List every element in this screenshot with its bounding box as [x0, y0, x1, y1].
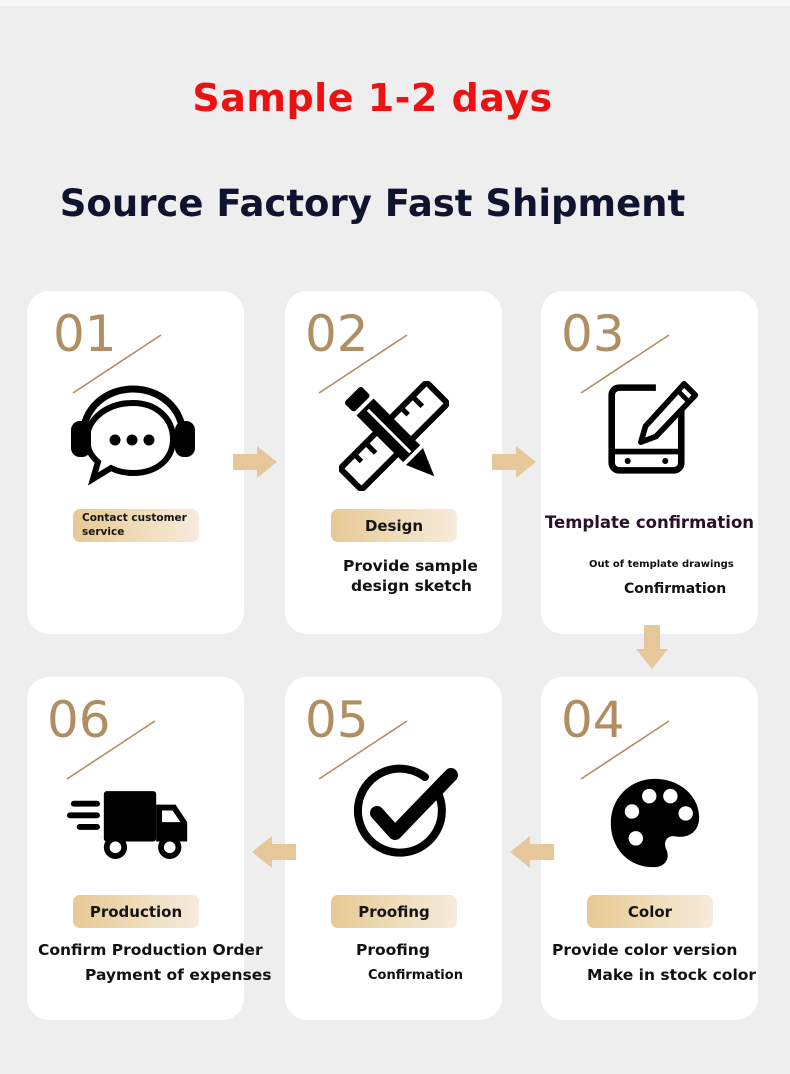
step-title-badge: Color [587, 895, 713, 928]
check-circle-icon [353, 764, 458, 857]
step-title-badge: Proofing [331, 895, 457, 928]
step-title: Template confirmation [544, 513, 755, 532]
tablet-edit-icon [608, 381, 699, 474]
step-number: 02 [305, 305, 369, 363]
arrow-right-icon [233, 446, 277, 478]
divider-slash [580, 334, 670, 394]
headset-chat-icon [71, 385, 195, 485]
step-card-03: 03 Template confirmation Out of template… [541, 291, 758, 634]
step-number: 04 [561, 691, 625, 749]
palette-icon [610, 778, 700, 868]
step-title-badge: Design [331, 509, 457, 542]
step-card-01: 01 Contact customer service [27, 291, 244, 634]
step-card-06: 06 Production Confirm Production Order P… [27, 677, 271, 1020]
top-strip [0, 0, 790, 6]
divider-slash [66, 720, 156, 780]
step-number: 05 [305, 691, 369, 749]
step-card-04: 04 Color Provide color version Make in s… [541, 677, 758, 1020]
step-desc-line-2: Confirmation [368, 968, 463, 983]
step-title-badge: Production [73, 895, 199, 928]
step-desc-line-2: Payment of expenses [85, 966, 272, 984]
arrow-right-icon [492, 446, 536, 478]
tagline-heading: Source Factory Fast Shipment [59, 182, 686, 225]
step-desc-line-2: Make in stock color [587, 966, 757, 984]
step-desc-line-1: Provide color version [552, 941, 738, 959]
arrow-down-icon [636, 625, 668, 669]
step-desc-line-1: Confirm Production Order [38, 941, 263, 959]
divider-slash [318, 720, 408, 780]
delivery-truck-icon [67, 791, 188, 859]
step-desc-line-2: design sketch [351, 577, 472, 595]
divider-slash [580, 720, 670, 780]
step-desc-line-1: Proofing [356, 941, 430, 959]
divider-slash [318, 334, 408, 394]
step-card-05: 05 Proofing Proofing Confirmation [285, 677, 502, 1020]
step-desc-line-2: Confirmation [624, 581, 727, 597]
pencil-ruler-icon [339, 381, 449, 491]
step-number: 01 [53, 305, 117, 363]
step-desc-line-1: Provide sample [343, 557, 478, 575]
step-number: 06 [47, 691, 111, 749]
step-title-badge: Contact customer service [73, 509, 199, 542]
arrow-left-icon [252, 836, 296, 868]
divider-slash [72, 334, 162, 394]
step-number: 03 [561, 305, 625, 363]
step-desc-line-1: Out of template drawings [589, 559, 734, 570]
step-card-02: 02 Design Provide sample design sketch [285, 291, 502, 634]
arrow-left-icon [510, 836, 554, 868]
sample-time-heading: Sample 1-2 days [192, 76, 553, 120]
